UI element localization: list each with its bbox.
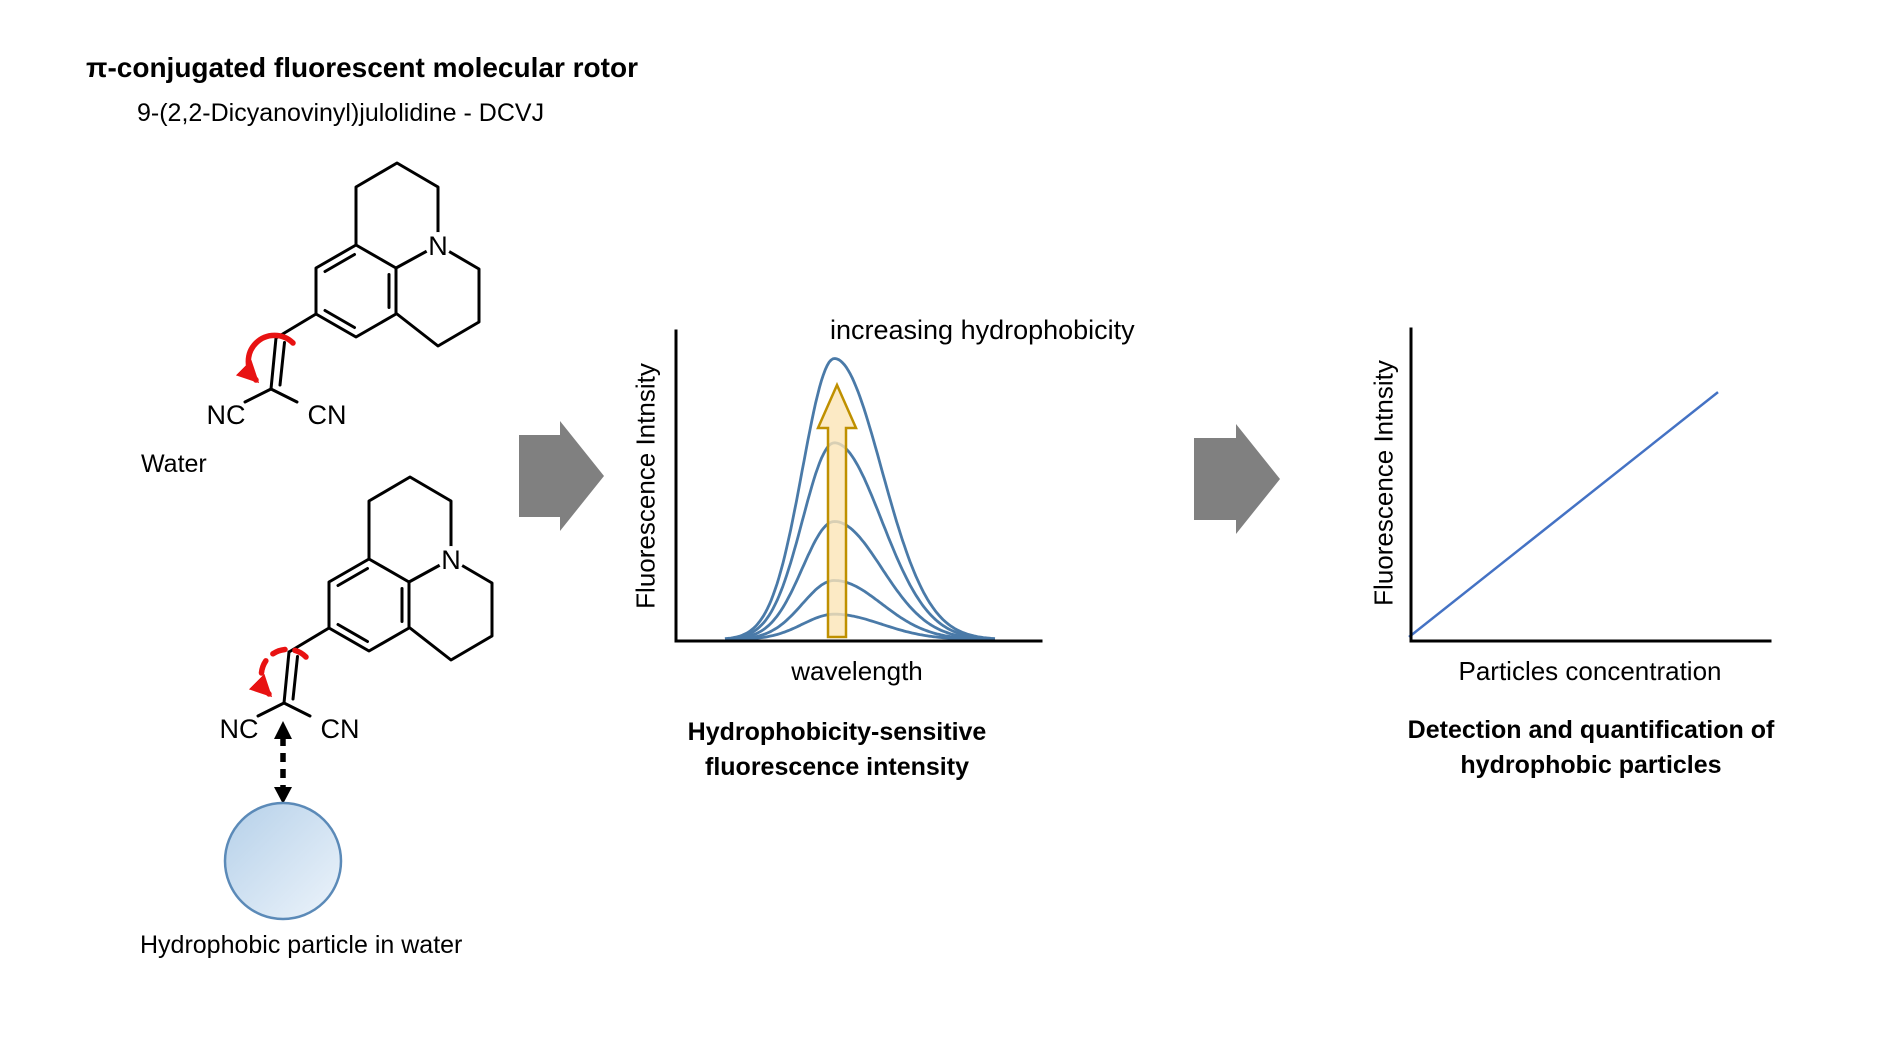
molecule-dcvj-particle: N NC CN	[220, 475, 494, 744]
aromatic-double-bonds	[336, 567, 404, 643]
hydrophobic-particle-label: Hydrophobic particle in water	[140, 931, 463, 959]
calibration-y-axis-label: Fluorescence Intnsity	[1368, 360, 1399, 606]
nitrile-cn-label: CN	[308, 400, 347, 430]
calibration-caption: Detection and quantification of hydropho…	[1391, 713, 1791, 783]
figure-subtitle: 9-(2,2-Dicyanovinyl)julolidine - DCVJ	[137, 99, 545, 127]
spectrum-curves	[724, 357, 996, 641]
nitrogen-mask	[438, 546, 464, 572]
nitrile-cn-label: CN	[321, 714, 360, 744]
spectrum-axes	[674, 329, 1043, 643]
nitrile-nc-label: NC	[207, 400, 246, 430]
flow-arrow-2-icon	[1194, 424, 1280, 534]
nitrile-bonds	[256, 701, 312, 718]
right-saturated-ring	[395, 243, 481, 348]
vinyl-double-bond	[282, 650, 299, 705]
spectrum-curve	[725, 612, 995, 641]
arrow-down-icon	[274, 787, 292, 804]
spectrum-caption-line2: fluorescence intensity	[705, 753, 969, 781]
interaction-arrow	[274, 721, 292, 804]
water-label: Water	[141, 450, 207, 478]
figure-title: π-conjugated fluorescent molecular rotor	[86, 52, 638, 83]
calibration-caption-line1: Detection and quantification of	[1407, 716, 1775, 744]
nitrogen-label: N	[441, 545, 461, 575]
benzene-ring	[327, 557, 411, 653]
calibration-x-axis-label: Particles concentration	[1458, 656, 1722, 686]
calibration-caption-line2: hydrophobic particles	[1460, 751, 1722, 779]
spectrum-curve	[724, 357, 996, 641]
spectrum-curve	[724, 441, 996, 641]
top-saturated-ring	[354, 161, 440, 247]
spectrum-caption-line1: Hydrophobicity-sensitive	[687, 718, 987, 746]
calibration-chart	[1408, 327, 1772, 643]
benzene-ring	[314, 243, 398, 339]
spectrum-curve	[725, 579, 995, 641]
hydrophobic-particle-sphere	[223, 801, 343, 921]
aromatic-double-bonds	[323, 253, 391, 329]
spectrum-chart	[674, 329, 1043, 643]
spectrum-caption: Hydrophobicity-sensitive fluorescence in…	[637, 715, 1037, 785]
spectrum-y-axis-label: Fluorescence Intnsity	[630, 363, 661, 609]
spectrum-x-axis-label: wavelength	[791, 656, 923, 686]
vinyl-double-bond	[269, 336, 286, 391]
flow-arrow-1-icon	[519, 421, 604, 531]
nitrogen-mask	[425, 232, 451, 258]
right-saturated-ring	[408, 557, 494, 662]
nitrile-nc-label: NC	[220, 714, 259, 744]
top-saturated-ring	[367, 475, 453, 561]
calibration-line	[1408, 391, 1719, 638]
spectrum-annotation: increasing hydrophobicity	[830, 315, 1135, 345]
nitrile-bonds	[243, 387, 299, 404]
spectrum-curve	[724, 520, 995, 641]
rotation-arrow-solid	[235, 332, 296, 384]
arrow-up-icon	[274, 721, 292, 739]
calibration-axes	[1409, 327, 1772, 643]
molecule-dcvj-water: N NC CN	[207, 161, 481, 430]
rotation-arrow-dashed	[248, 646, 309, 698]
increase-arrow-icon	[816, 381, 858, 639]
nitrogen-label: N	[428, 231, 448, 261]
